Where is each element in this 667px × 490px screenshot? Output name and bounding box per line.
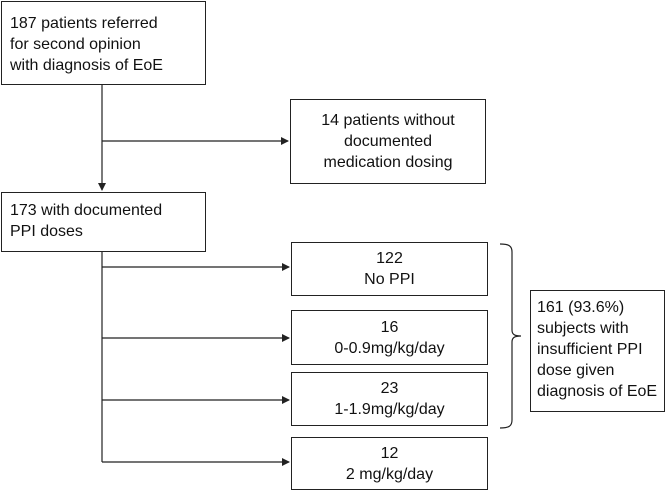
no-ppi-label: No PPI — [364, 271, 415, 288]
dose-1-1.9-box: 23 1-1.9mg/kg/day — [291, 372, 488, 426]
summary-line-3: insufficient PPI — [537, 341, 643, 358]
summary-line-2: subjects with — [537, 320, 629, 337]
summary-line-1: 161 (93.6%) — [537, 299, 625, 316]
dose-1-label: 0-0.9mg/kg/day — [334, 339, 445, 357]
dose-3-count: 12 — [380, 444, 399, 462]
excluded-no-dosing-box: 14 patients without documented medicatio… — [290, 99, 486, 184]
referred-line-1: 187 patients referred — [10, 15, 158, 32]
dose-0-0.9-box: 16 0-0.9mg/kg/day — [291, 310, 488, 365]
summary-line-5: diagnosis of EoE — [537, 383, 658, 400]
dose-1-count: 16 — [380, 318, 399, 336]
dose-2-label: 1-1.9mg/kg/day — [334, 401, 445, 418]
excluded-line-3: medication dosing — [323, 154, 453, 171]
grouping-brace — [499, 243, 522, 429]
excluded-line-2: documented — [343, 133, 433, 150]
dose-2-box: 12 2 mg/kg/day — [291, 437, 488, 490]
referred-line-3: with diagnosis of EoE — [10, 57, 163, 74]
referred-patients-box: 187 patients referred for second opinion… — [1, 1, 206, 85]
summary-line-4: dose given — [537, 362, 615, 379]
documented-line-2: PPI doses — [10, 223, 83, 240]
documented-doses-box: 173 with documented PPI doses — [1, 192, 206, 252]
referred-line-2: for second opinion — [10, 36, 141, 53]
documented-line-1: 173 with documented — [10, 202, 163, 219]
no-ppi-box: 122 No PPI — [291, 242, 488, 296]
insufficient-dose-summary-box: 161 (93.6%) subjects with insufficient P… — [530, 290, 665, 412]
dose-2-count: 23 — [380, 380, 399, 397]
excluded-line-1: 14 patients without — [321, 112, 455, 129]
dose-3-label: 2 mg/kg/day — [345, 465, 434, 483]
no-ppi-count: 122 — [376, 250, 403, 267]
